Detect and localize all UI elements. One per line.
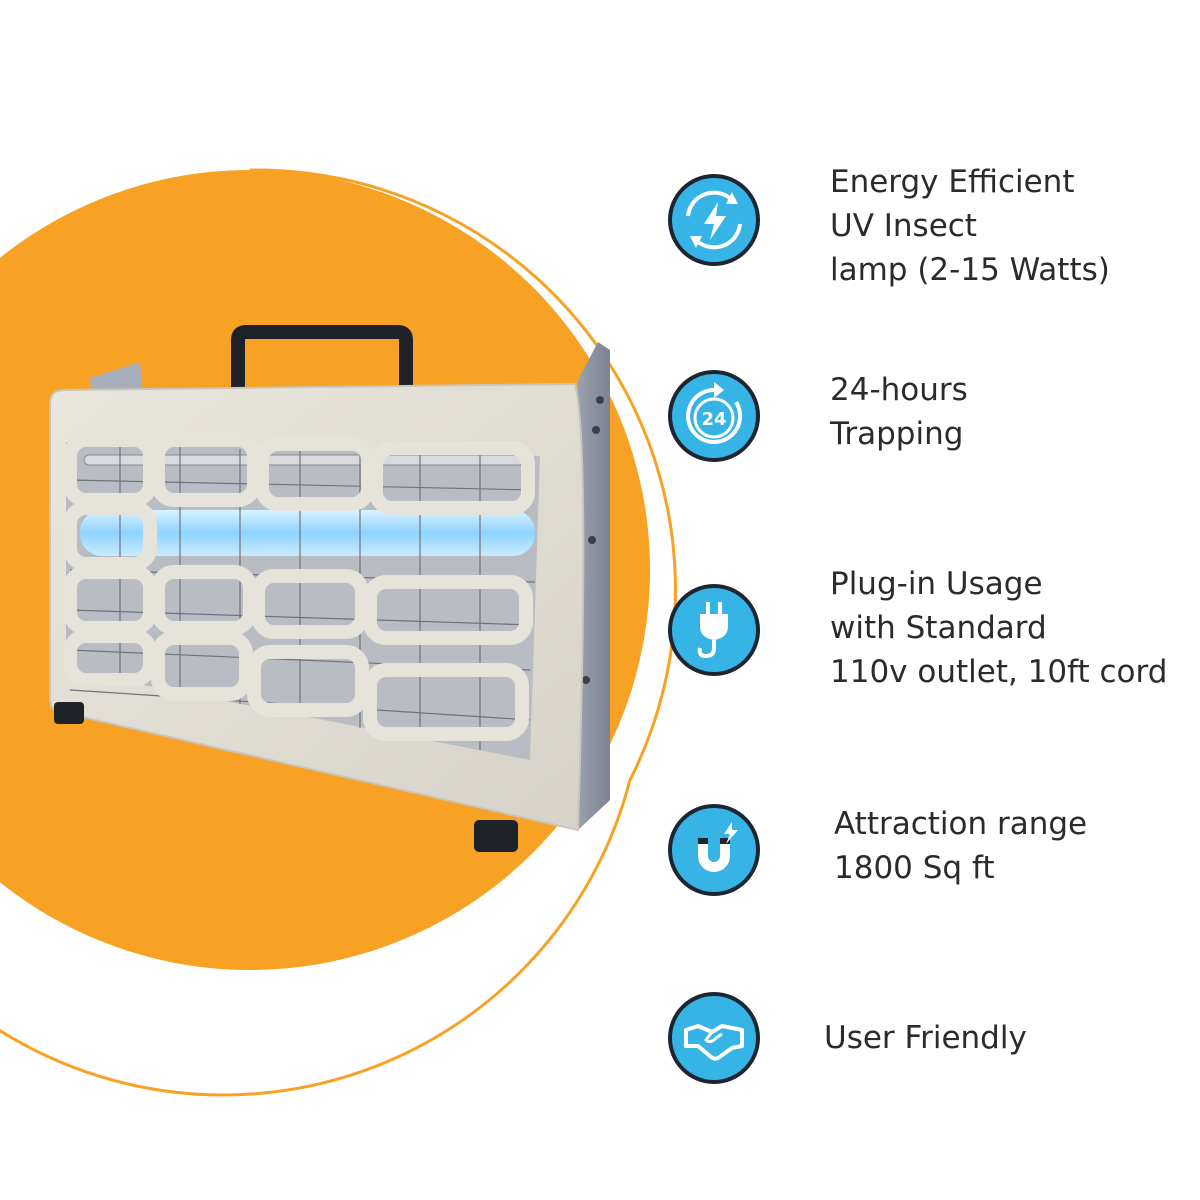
foot-left [54, 702, 84, 724]
plug-icon [666, 582, 762, 678]
feature-text: 24-hours Trapping [830, 368, 968, 456]
feature-line: Trapping [830, 416, 964, 452]
uv-lamp-tube [80, 510, 535, 556]
feature-line: 24-hours [830, 372, 968, 408]
energy-refresh-bolt-icon [666, 172, 762, 268]
feature-line: UV Insect [830, 208, 977, 244]
feature-line: Plug-in Usage [830, 566, 1043, 602]
side-bracket [578, 342, 610, 830]
feature-text: Attraction range 1800 Sq ft [834, 802, 1087, 890]
front-louvres [63, 433, 535, 741]
feature-text: Energy Efficient UV Insect lamp (2-15 Wa… [830, 160, 1110, 292]
orange-outline-arc [0, 168, 677, 1097]
feature-line: lamp (2-15 Watts) [830, 252, 1110, 288]
clock-icon-text: 24 [701, 409, 726, 430]
carry-handle [231, 325, 413, 390]
feature-text: Plug-in Usage with Standard 110v outlet,… [830, 562, 1167, 694]
feature-text: User Friendly [824, 1016, 1027, 1060]
24-hour-clock-icon: 24 [666, 368, 762, 464]
handshake-icon [666, 990, 762, 1086]
feature-attraction-range: Attraction range 1800 Sq ft [660, 802, 1180, 922]
feature-line: with Standard [830, 610, 1047, 646]
uv-insect-trap-illustration [49, 325, 610, 852]
feature-line: User Friendly [824, 1020, 1027, 1056]
feature-line: Energy Efficient [830, 164, 1075, 200]
foot-right [474, 820, 518, 852]
feature-user-friendly: User Friendly [660, 990, 1180, 1110]
magnet-attraction-icon [666, 802, 762, 898]
feature-line: 1800 Sq ft [834, 850, 995, 886]
feature-plug-in: Plug-in Usage with Standard 110v outlet,… [660, 562, 1180, 690]
feature-line: 110v outlet, 10ft cord [830, 654, 1168, 690]
feature-24-hours: 24 24-hours Trapping [660, 368, 1180, 488]
feature-energy-efficient: Energy Efficient UV Insect lamp (2-15 Wa… [660, 160, 1180, 288]
feature-line: Attraction range [834, 806, 1088, 842]
